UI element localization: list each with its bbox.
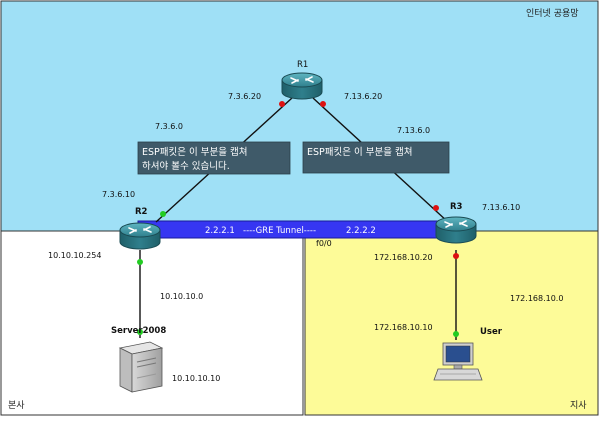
router-r2-icon[interactable]: [119, 222, 161, 250]
callout-left: ESP패킷은 이 부분을 캡쳐 하셔야 볼수 있습니다.: [137, 141, 291, 175]
callout-left-line1: ESP패킷은 이 부분을 캡쳐: [142, 146, 247, 158]
link-status-dot: [320, 101, 326, 107]
user-label: User: [480, 327, 503, 337]
tunnel-right-ip: 2.2.2.2: [346, 226, 376, 236]
r1-left-ip: 7.3.6.20: [228, 92, 261, 101]
r3-lan-ip: 172.168.10.20: [374, 253, 433, 262]
callout-right: ESP패킷은 이 부분을 캡쳐: [302, 141, 450, 174]
router-r3-label: R3: [450, 202, 463, 212]
internet-zone-label: 인터넷 공용망: [526, 8, 579, 19]
r2-lan-ip: 10.10.10.254: [48, 251, 101, 260]
callout-right-line1: ESP패킷은 이 부분을 캡쳐: [307, 146, 412, 158]
link-status-dot: [453, 331, 459, 337]
link-status-dot: [279, 101, 285, 107]
branch-lan-network: 172.168.10.0: [510, 294, 563, 303]
user-ip: 172.168.10.10: [374, 323, 433, 332]
callout-left-line2: 하셔야 볼수 있습니다.: [142, 160, 230, 172]
branch-zone-label: 지사: [570, 400, 587, 411]
r1-r3-network: 7.13.6.0: [397, 126, 430, 135]
r1-right-ip: 7.13.6.20: [344, 92, 382, 101]
server-icon[interactable]: [118, 341, 164, 393]
branch-zone: [304, 230, 599, 416]
link-status-dot: [453, 253, 459, 259]
r3-wan-ip: 7.13.6.10: [482, 203, 520, 212]
server-label: Server2008: [111, 326, 166, 336]
user-pc-icon[interactable]: [433, 342, 483, 381]
tunnel-left-ip: 2.2.2.1: [205, 226, 235, 236]
link-status-dot: [160, 211, 166, 217]
router-r1-icon[interactable]: [281, 72, 323, 100]
internet-zone: [0, 0, 599, 232]
router-r1-label: R1: [297, 60, 308, 70]
hq-zone-label: 본사: [8, 400, 25, 411]
router-r3-icon[interactable]: [435, 216, 477, 244]
r2-wan-ip: 7.3.6.10: [102, 190, 135, 199]
link-status-dot: [137, 259, 143, 265]
tunnel-label: ----GRE Tunnel----: [243, 226, 316, 236]
r1-r2-network: 7.3.6.0: [155, 122, 183, 131]
r3-interface-label: f0/0: [316, 239, 332, 248]
router-r2-label: R2: [135, 207, 148, 217]
link-status-dot: [433, 205, 439, 211]
link-status-dot: [137, 329, 143, 335]
hq-lan-network: 10.10.10.0: [160, 292, 203, 301]
server-ip: 10.10.10.10: [172, 374, 220, 383]
